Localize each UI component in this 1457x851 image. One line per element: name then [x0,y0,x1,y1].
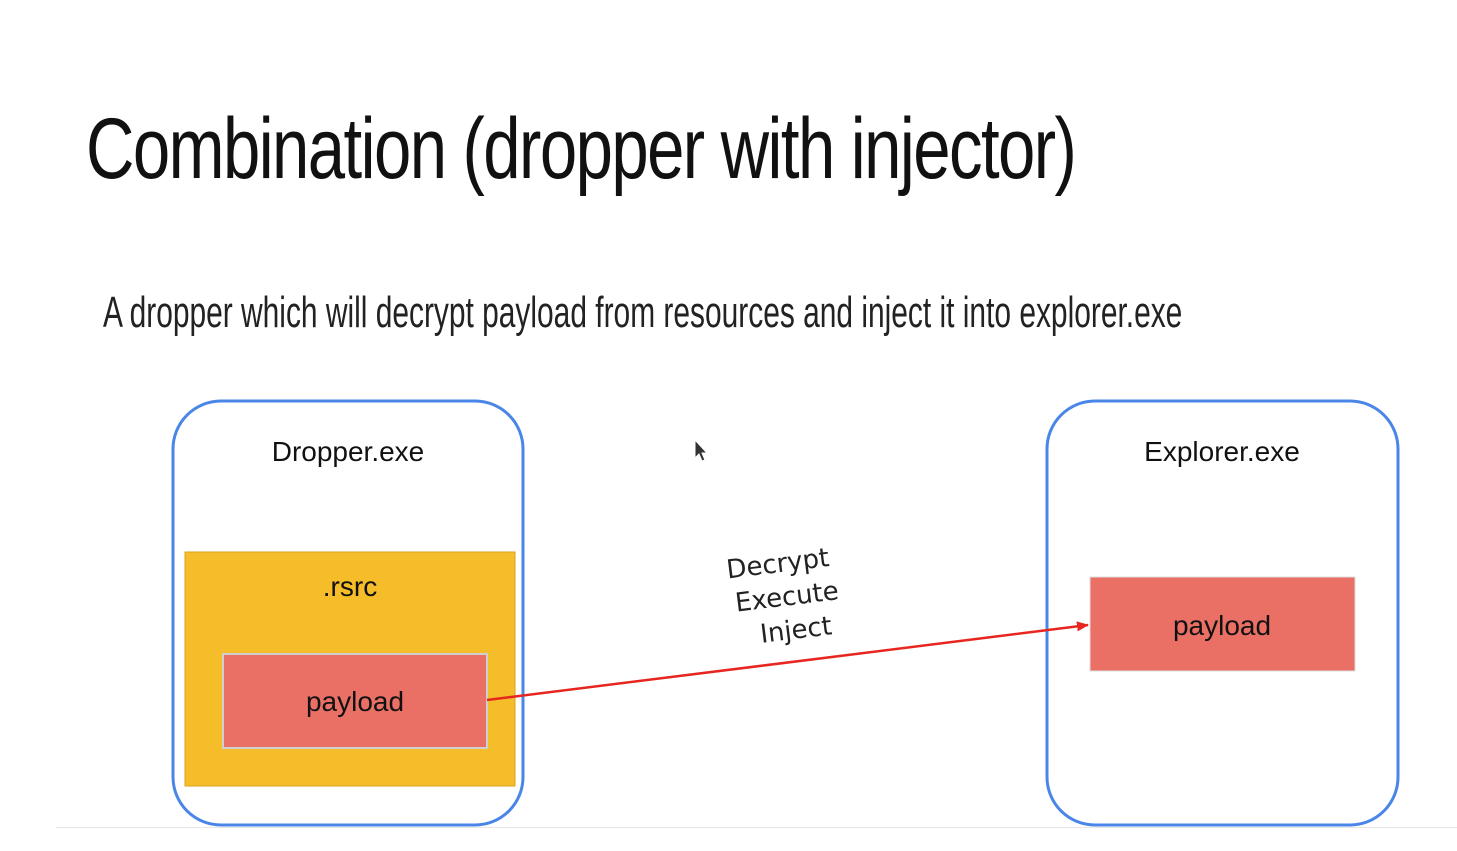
injection-arrow [486,621,1089,702]
dropper-label: Dropper.exe [272,436,425,467]
source-payload-box: payload [222,653,488,749]
slide-title: Combination (dropper with injector) [86,101,1077,197]
bottom-divider [56,827,1457,828]
target-payload-label: payload [1173,610,1271,641]
explorer-label: Explorer.exe [1144,436,1300,467]
rsrc-label: .rsrc [323,571,377,602]
dropper-process-box: Dropper.exe .rsrc payload [171,399,525,827]
arrow-label-inject: Inject [759,611,834,650]
target-payload-box: payload [1089,576,1356,672]
arrow-labels: Decrypt Execute Inject [725,543,841,650]
explorer-process-box: Explorer.exe payload [1045,399,1400,827]
source-payload-label: payload [306,686,404,717]
slide-subtitle: A dropper which will decrypt payload fro… [103,288,1183,337]
mouse-pointer-icon [694,438,709,462]
